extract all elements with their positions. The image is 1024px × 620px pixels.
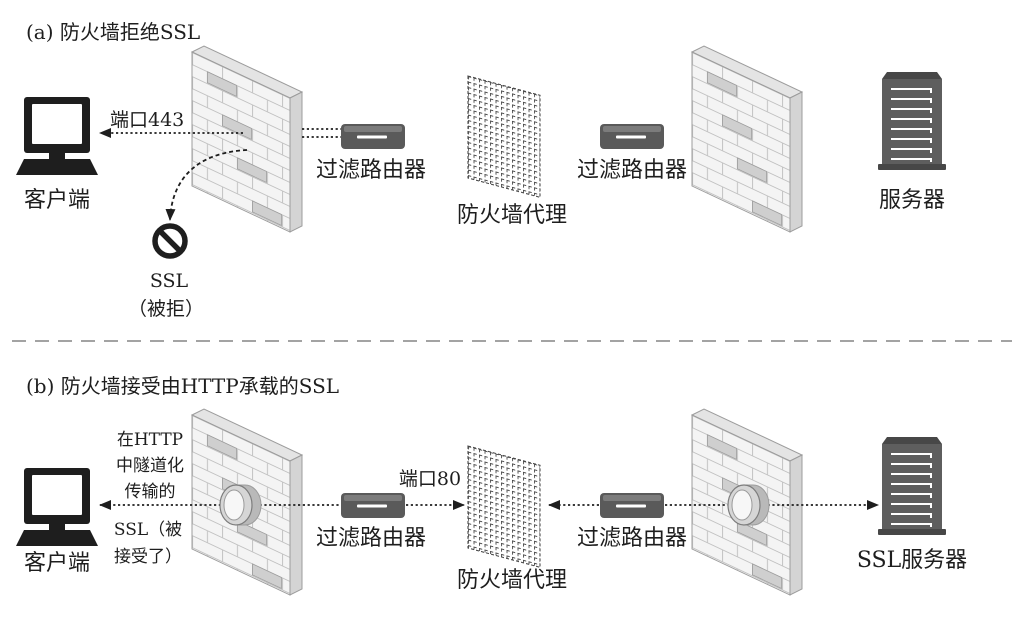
tunnel-note-line: 中隧道化 [116,456,184,476]
rejected-flow-arrow [165,149,248,221]
panel-a-caption: (a) 防火墙拒绝SSL [26,20,200,44]
router-right-icon [600,124,664,149]
router-left-icon [341,124,405,149]
server-label: SSL服务器 [857,548,967,573]
tunnel-note-line: 传输的 [125,482,176,502]
tunnel-pipe-left-icon [219,484,262,526]
router-left-label: 过滤路由器 [316,526,426,551]
router-left-label: 过滤路由器 [316,158,426,183]
tunnel-note-line: 在HTTP [117,430,183,450]
tunnel-note: 在HTTP 中隧道化 传输的 SSL（被 接受了） [114,430,184,567]
client-label: 客户端 [24,188,90,213]
rejected-note-label: （被拒） [128,298,204,320]
client-computer-icon [16,97,98,175]
port-label: 端口443 [110,109,184,131]
port-label: 端口80 [399,468,461,490]
tunnel-note-line: SSL（被 [114,520,182,540]
firewall-wall-right-icon [691,45,803,233]
proxy-label: 防火墙代理 [457,568,567,593]
prohibited-slash [157,228,183,254]
router-right-label: 过滤路由器 [577,158,687,183]
tunnel-note-line: 接受了） [114,547,182,567]
router-right-icon [600,493,664,518]
firewall-proxy-icon [467,445,541,568]
client-computer-icon [16,468,98,546]
ssl-server-icon [877,436,947,536]
rejected-protocol-label: SSL [150,270,189,292]
server-label: 服务器 [879,188,945,213]
server-icon [877,71,947,171]
panel-a-ssl-rejected: (a) 防火墙拒绝SSL 客户端 端口443 SSL （被拒） 过滤路由器 防火… [16,20,947,320]
client-label: 客户端 [24,551,90,576]
prohibited-icon [152,223,188,259]
router-left-icon [341,493,405,518]
panel-b-caption: (b) 防火墙接受由HTTP承载的SSL [26,374,339,398]
proxy-label: 防火墙代理 [457,203,567,228]
tunnel-pipe-right-icon [727,484,770,526]
router-right-label: 过滤路由器 [577,526,687,551]
panel-b-ssl-tunneled: (b) 防火墙接受由HTTP承载的SSL 客户端 在HTTP 中隧道化 传输的 … [16,374,967,596]
firewall-wall-left-icon [191,45,303,233]
firewall-proxy-icon [467,75,541,198]
